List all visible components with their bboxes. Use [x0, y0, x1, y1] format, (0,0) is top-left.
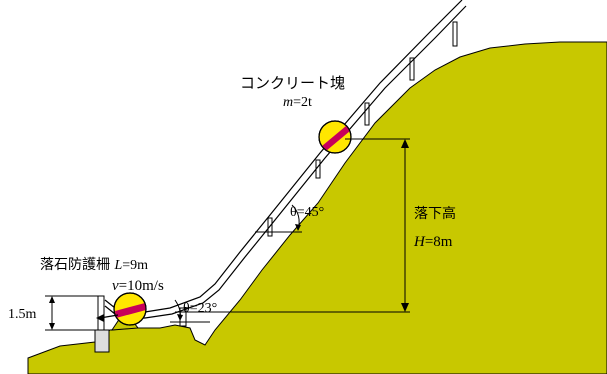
concrete-block-upper: [318, 120, 352, 154]
rail-posts: [267, 21, 458, 237]
block-title: コンクリート塊: [240, 74, 345, 92]
drop-height-title: 落下高: [414, 205, 456, 222]
angle-45-marker: [255, 204, 302, 233]
fence-height-dimension: [45, 295, 100, 331]
drop-height-dimension: [175, 138, 410, 313]
angle-upper-label: θ=45°: [290, 205, 324, 220]
angle-lower-label: θ=23°: [183, 301, 217, 316]
fence-label: 落石防護柵 L=9m: [40, 257, 148, 273]
slope-ground: [27, 41, 607, 374]
fence-foundation: [94, 329, 110, 353]
block-mass: m=2t: [283, 95, 312, 110]
angle-23-marker: [170, 299, 210, 323]
impact-arrowhead: [96, 314, 104, 322]
concrete-block-lower: [113, 292, 147, 326]
velocity-label: v=10m/s: [112, 278, 164, 294]
fence-height-label: 1.5m: [8, 307, 37, 322]
fence-post: [97, 295, 105, 331]
drop-height-value: H=8m: [413, 234, 453, 250]
